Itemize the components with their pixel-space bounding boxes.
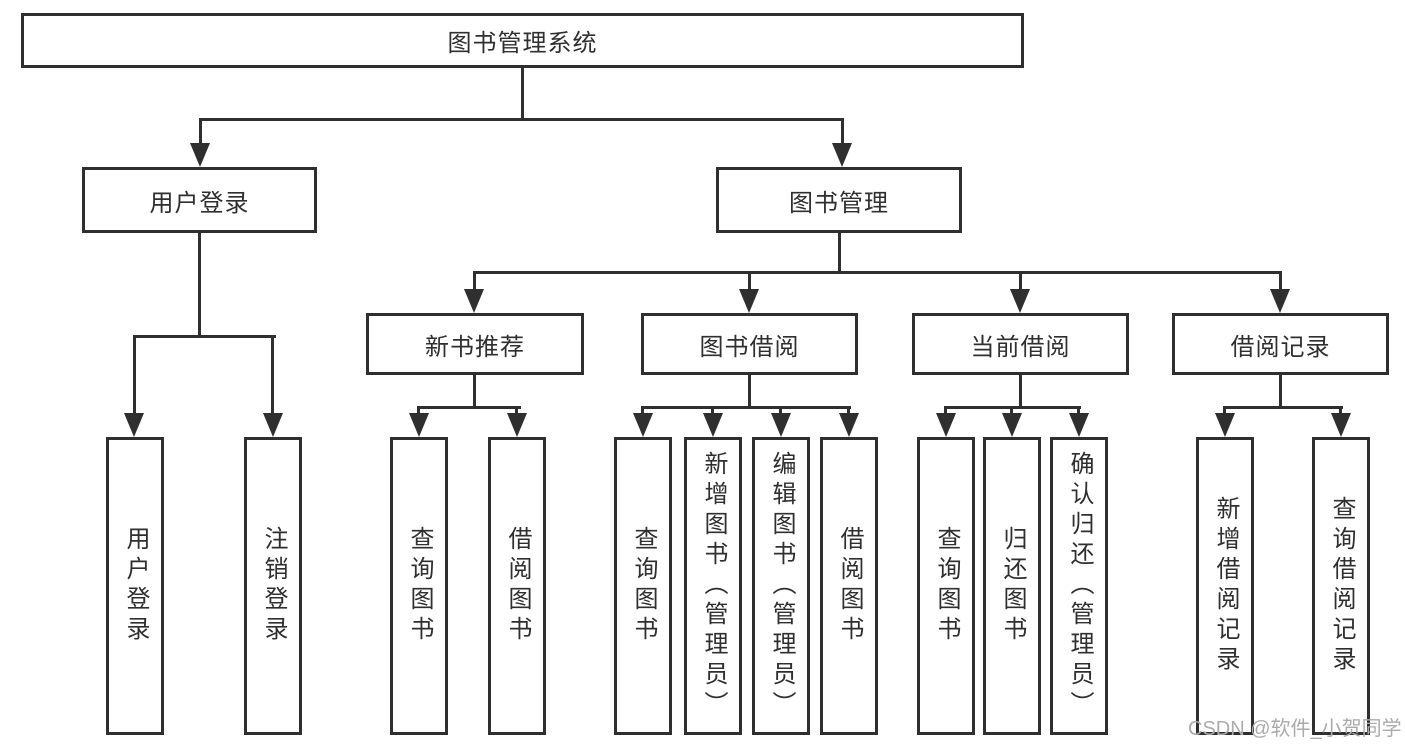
node-new-book-recommend: 新书推荐 — [366, 313, 584, 375]
arrowhead-down-icon — [703, 413, 723, 437]
arrowhead-down-icon — [409, 413, 429, 437]
node-current-borrow: 当前借阅 — [912, 313, 1129, 375]
leaf-label: 归还图书 — [999, 526, 1026, 646]
arrowhead-down-icon — [633, 413, 653, 437]
connector-line — [841, 118, 844, 144]
arrowhead-down-icon — [190, 143, 210, 167]
node-label: 新书推荐 — [425, 333, 525, 361]
connector-line — [847, 406, 850, 415]
leaf-add-book-admin: 新增图书（管理员） — [684, 437, 742, 735]
leaf-label: 借阅图书 — [836, 526, 863, 646]
connector-line — [199, 118, 202, 144]
node-borrow-records: 借阅记录 — [1172, 313, 1389, 375]
arrowhead-down-icon — [832, 143, 852, 167]
leaf-return-book: 归还图书 — [983, 437, 1041, 735]
leaf-label: 编辑图书（管理员） — [768, 451, 795, 721]
csdn-watermark: CSDN @软件_小贺同学 — [1188, 718, 1402, 740]
node-book-management: 图书管理 — [716, 167, 962, 233]
node-user-login: 用户登录 — [82, 167, 317, 233]
node-label: 用户登录 — [149, 189, 250, 217]
connector-line — [711, 406, 714, 415]
leaf-borrow-books: 借阅图书 — [820, 437, 878, 735]
connector-line — [199, 118, 844, 121]
connector-line — [944, 406, 947, 415]
arrowhead-down-icon — [1069, 413, 1089, 437]
leaf-label: 查询图书 — [933, 526, 960, 646]
arrowhead-down-icon — [936, 413, 956, 437]
connector-line — [1019, 271, 1022, 291]
connector-line — [641, 406, 644, 415]
arrowhead-down-icon — [839, 413, 859, 437]
connector-line — [748, 375, 751, 406]
connector-line — [133, 335, 276, 338]
node-label: 图书管理 — [789, 189, 889, 217]
leaf-label: 用户登录 — [122, 526, 149, 646]
connector-line — [1077, 406, 1080, 415]
leaf-label: 新增借阅记录 — [1212, 496, 1239, 676]
leaf-label: 查询借阅记录 — [1328, 496, 1355, 676]
connector-line — [1279, 271, 1282, 291]
node-root-label: 图书管理系统 — [447, 30, 598, 57]
leaf-query-books-recommend: 查询图书 — [390, 437, 448, 735]
connector-line — [838, 233, 841, 271]
leaf-query-books-borrow: 查询图书 — [614, 437, 672, 735]
connector-line — [417, 406, 521, 409]
leaf-label: 新增图书（管理员） — [700, 451, 727, 721]
connector-line — [133, 335, 136, 415]
leaf-label: 借阅图书 — [504, 526, 531, 646]
connector-line — [779, 406, 782, 415]
connector-line — [198, 233, 201, 335]
leaf-query-borrow-record: 查询借阅记录 — [1312, 437, 1370, 735]
node-label: 借阅记录 — [1230, 333, 1331, 361]
leaf-label: 查询图书 — [630, 526, 657, 646]
node-label: 当前借阅 — [970, 333, 1071, 361]
connector-line — [271, 335, 274, 415]
connector-line — [515, 406, 518, 415]
connector-line — [1279, 375, 1282, 406]
arrowhead-down-icon — [739, 289, 759, 313]
leaf-logout: 注销登录 — [244, 437, 302, 735]
arrowhead-down-icon — [464, 289, 484, 313]
arrowhead-down-icon — [507, 413, 527, 437]
node-book-borrow: 图书借阅 — [641, 313, 858, 375]
connector-line — [1010, 406, 1013, 415]
leaf-add-borrow-record: 新增借阅记录 — [1196, 437, 1254, 735]
arrowhead-down-icon — [1002, 413, 1022, 437]
leaf-confirm-return-admin: 确认归还（管理员） — [1050, 437, 1108, 735]
leaf-query-books-current: 查询图书 — [917, 437, 975, 735]
connector-line — [473, 375, 476, 406]
arrowhead-down-icon — [1010, 289, 1030, 313]
connector-line — [1339, 406, 1342, 415]
connector-line — [1223, 406, 1343, 409]
connector-line — [521, 68, 524, 118]
arrowhead-down-icon — [124, 413, 144, 437]
leaf-borrow-books-recommend: 借阅图书 — [488, 437, 546, 735]
leaf-label: 注销登录 — [260, 526, 287, 646]
arrowhead-down-icon — [771, 413, 791, 437]
leaf-label: 查询图书 — [406, 526, 433, 646]
arrowhead-down-icon — [1215, 413, 1235, 437]
connector-line — [1019, 375, 1022, 406]
node-root: 图书管理系统 — [21, 13, 1024, 68]
connector-line — [1223, 406, 1226, 415]
connector-line — [473, 271, 1282, 274]
leaf-label: 确认归还（管理员） — [1066, 451, 1093, 721]
connector-line — [473, 271, 476, 291]
leaf-edit-book-admin: 编辑图书（管理员） — [752, 437, 810, 735]
connector-line — [748, 271, 751, 291]
arrowhead-down-icon — [263, 413, 283, 437]
arrowhead-down-icon — [1331, 413, 1351, 437]
connector-line — [417, 406, 420, 415]
connector-line — [641, 406, 851, 409]
leaf-user-login: 用户登录 — [106, 437, 164, 735]
arrowhead-down-icon — [1270, 289, 1290, 313]
node-label: 图书借阅 — [699, 333, 800, 361]
